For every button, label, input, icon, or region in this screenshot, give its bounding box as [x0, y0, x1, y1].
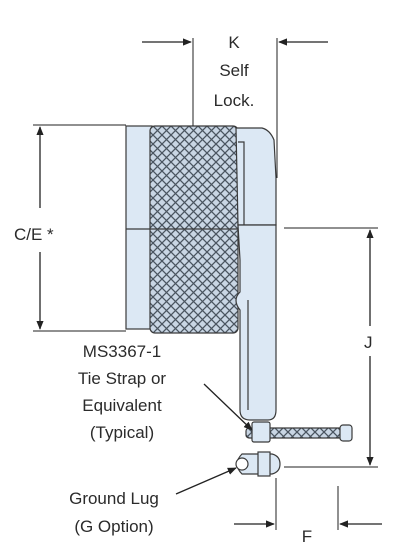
ground-lug-screw: [257, 451, 271, 477]
typical-label: (Typical): [90, 423, 154, 442]
f-label: F: [302, 527, 312, 546]
equivalent-label: Equivalent: [82, 396, 162, 415]
g-option-label: (G Option): [74, 517, 153, 536]
backshell-inner-edge: [238, 141, 245, 225]
ground-lug-label: Ground Lug: [69, 489, 159, 508]
tie-strap-tip: [339, 424, 353, 442]
j-label: J: [364, 333, 373, 352]
ground-lug-hole: [235, 457, 249, 471]
lock-label: Lock.: [214, 91, 255, 110]
tie-strap-label: Tie Strap or: [78, 369, 167, 388]
tie-strap-head: [251, 421, 271, 443]
ms3367-label: MS3367-1: [83, 342, 161, 361]
tie-strap-leader: [203, 383, 253, 431]
ground-lug-leader: [175, 467, 237, 495]
strain-relief-clamp: [235, 224, 277, 421]
connector-rear-body: [125, 125, 153, 330]
self-label: Self: [219, 61, 249, 80]
self-locking-backshell: [235, 127, 277, 226]
ce-label: C/E *: [14, 225, 54, 244]
k-label: K: [228, 33, 240, 52]
